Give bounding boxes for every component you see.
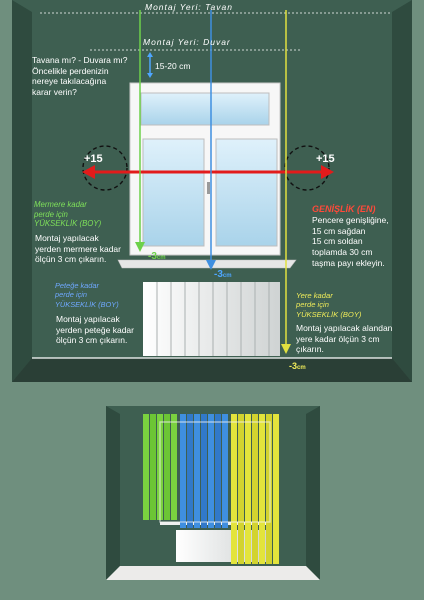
room-frame-right <box>392 0 412 382</box>
window-right-glass <box>215 138 278 247</box>
wall-mount-label: Montaj Yeri: Duvar <box>143 37 231 47</box>
radiator-height-text: Montaj yapılacak yerden peteğe kadar ölç… <box>56 314 134 346</box>
mini-room-floor <box>106 566 320 580</box>
sill-minus-label: -3cm <box>148 251 166 262</box>
floor-minus-label: -3cm <box>289 361 306 371</box>
width-arrow-left-head <box>82 165 95 179</box>
right-extra-label: +15 <box>316 153 335 165</box>
window-transom-glass <box>140 92 270 126</box>
floor-height-title: Yere kadar perde için YÜKSEKLİK (BOY) <box>296 291 362 319</box>
yellow-arrow-head <box>281 344 291 354</box>
window-handle <box>207 182 210 194</box>
radiator-minus-label: -3cm <box>214 269 232 280</box>
mount-question: Tavana mı? - Duvara mı? Öncelikle perden… <box>32 55 128 97</box>
room-frame-left <box>12 0 32 382</box>
radiator-height-title: Peteğe kadar perde için YÜKSEKLİK (BOY) <box>55 281 119 309</box>
sill-height-text: Montaj yapılacak yerden mermere kadar öl… <box>35 233 121 265</box>
gap-range-label: 15-20 cm <box>155 61 191 71</box>
green-arrow-head <box>135 242 145 252</box>
radiator <box>143 282 280 356</box>
gap-arrow-down <box>147 73 153 78</box>
left-extra-label: +15 <box>84 153 103 165</box>
blue-curtain <box>180 414 228 528</box>
room-floor <box>12 358 412 382</box>
mini-window-outline <box>159 421 271 523</box>
sill-height-title: Mermere kadar perde için YÜKSEKLİK (BOY) <box>34 200 102 229</box>
yellow-curtain <box>231 414 279 564</box>
window-left-glass <box>142 138 205 247</box>
ceiling-mount-label: Montaj Yeri: Tavan <box>145 2 233 12</box>
mini-room-right-frame <box>306 406 320 580</box>
blue-arrow-head <box>206 260 216 270</box>
gap-arrow-up <box>147 52 153 57</box>
left-overflow-circle <box>82 145 128 191</box>
width-arrow-right-head <box>321 165 334 179</box>
width-text: Pencere genişliğine, 15 cm sağdan 15 cm … <box>312 215 389 268</box>
width-title: GENİŞLİK (EN) <box>312 204 376 214</box>
floor-height-text: Montaj yapılacak alandan yere kadar ölçü… <box>296 323 393 355</box>
mini-room-left-frame <box>106 406 120 580</box>
window-sill <box>117 259 297 269</box>
right-overflow-circle <box>284 145 330 191</box>
